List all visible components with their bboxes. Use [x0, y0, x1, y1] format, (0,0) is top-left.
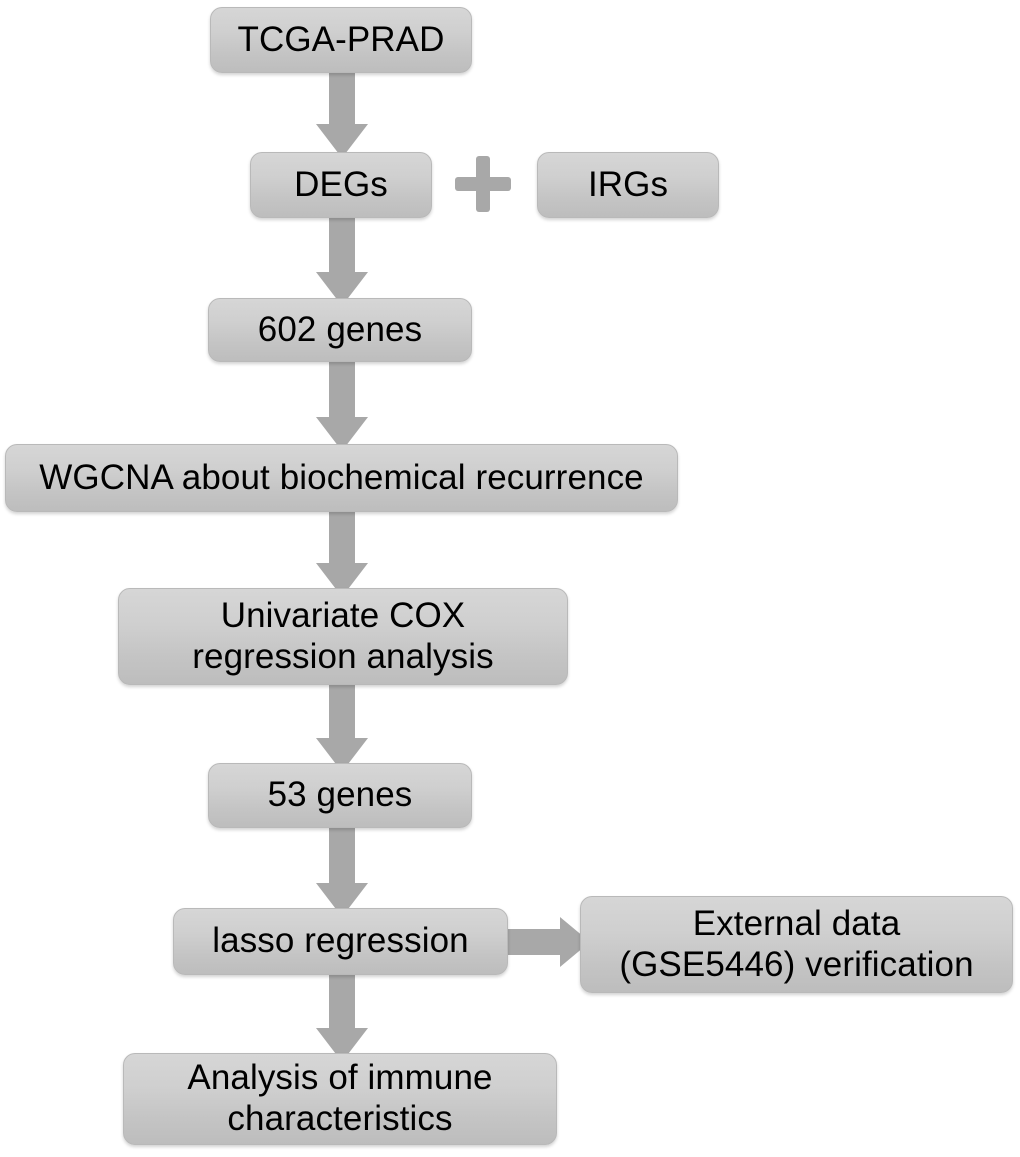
arrow-down-icon-53genes-to-lasso [313, 821, 371, 917]
node-immune-analysis-label: Analysis of immune characteristics [187, 1058, 493, 1138]
node-degs[interactable]: DEGs [250, 152, 432, 218]
arrow-right-icon-lasso-to-external [500, 917, 590, 967]
arrow-down-icon-602genes-to-wgcna [313, 355, 371, 451]
node-tcga-prad-label: TCGA-PRAD [237, 19, 445, 59]
node-univariate-cox[interactable]: Univariate COX regression analysis [118, 588, 568, 685]
node-lasso-regression[interactable]: lasso regression [173, 908, 508, 975]
node-lasso-regression-label: lasso regression [212, 921, 469, 961]
node-602-genes-label: 602 genes [257, 309, 423, 349]
node-irgs-label: IRGs [587, 164, 669, 204]
node-wgcna[interactable]: WGCNA about biochemical recurrence [5, 444, 678, 512]
node-tcga-prad[interactable]: TCGA-PRAD [210, 7, 472, 73]
arrow-down-icon-tcga-to-degs [313, 64, 371, 158]
node-external-data-label: External data (GSE5446) verification [619, 903, 974, 984]
plus-icon [455, 156, 511, 212]
node-immune-analysis[interactable]: Analysis of immune characteristics [123, 1053, 557, 1145]
arrow-down-icon-lasso-to-immune [313, 968, 371, 1062]
arrow-down-icon-cox-to-53genes [313, 678, 371, 772]
arrow-down-icon-wgcna-to-cox [313, 505, 371, 597]
node-53-genes[interactable]: 53 genes [208, 763, 472, 828]
node-degs-label: DEGs [294, 164, 388, 204]
node-wgcna-label: WGCNA about biochemical recurrence [39, 457, 644, 497]
node-univariate-cox-label: Univariate COX regression analysis [192, 595, 494, 676]
node-602-genes[interactable]: 602 genes [208, 298, 472, 362]
node-53-genes-label: 53 genes [267, 775, 413, 815]
node-external-data[interactable]: External data (GSE5446) verification [580, 896, 1013, 993]
node-irgs[interactable]: IRGs [537, 152, 719, 218]
arrow-down-icon-degs-to-602genes [313, 210, 371, 306]
